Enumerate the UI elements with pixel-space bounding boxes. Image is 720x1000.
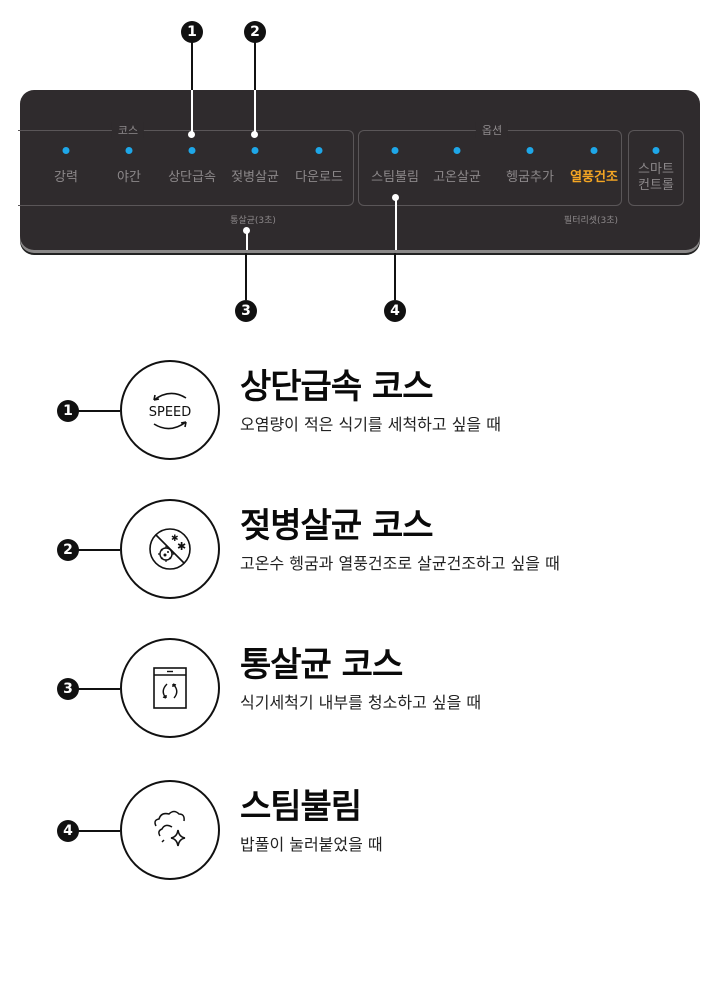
button-hot-air-dry[interactable]: 열풍건조 (570, 170, 618, 185)
option-group-title: 옵션 (475, 122, 509, 138)
feature-title-2: 젖병살균 코스 (240, 506, 434, 546)
button-download[interactable]: 다운로드 (295, 170, 343, 185)
feature-connector-2 (78, 549, 120, 551)
led-hotair (590, 147, 598, 154)
callout-badge-4: 4 (384, 300, 406, 322)
tub-clean-icon (153, 667, 187, 709)
feature-row-steam-soak: 4 스팀불림 밥풀이 눌러붙었을 때 (0, 769, 720, 889)
svg-text:✱: ✱ (177, 540, 186, 553)
callout-4-dot (392, 194, 399, 201)
button-sangdan-geupsok[interactable]: 상단급속 (168, 170, 216, 185)
feature-row-speed: 1 SPEED 상단급속 코스 오염량이 적은 식기를 세척하고 싶을 때 (0, 349, 720, 469)
course-group-title: 코스 (111, 122, 145, 138)
feature-desc-3: 식기세척기 내부를 청소하고 싶을 때 (240, 693, 482, 712)
hint-tub-clean: 통살균(3초) (230, 216, 276, 226)
led-gangryeok (62, 147, 70, 154)
svg-text:SPEED: SPEED (149, 405, 192, 420)
callout-2-dot (251, 131, 258, 138)
course-group-frame (18, 130, 354, 206)
feature-connector-1 (78, 410, 120, 412)
feature-badge-3: 3 (57, 678, 79, 700)
feature-row-tub-clean: 3 통살균 코스 식기세척기 내부를 청소하고 싶을 때 (0, 627, 720, 747)
callout-1-connector (191, 90, 193, 134)
feature-icon-circle-3 (120, 638, 220, 738)
callout-badge-2: 2 (244, 21, 266, 43)
callout-4-connector (395, 198, 397, 250)
callout-line-3 (245, 253, 247, 300)
smart-control-frame (628, 130, 684, 206)
feature-desc-1: 오염량이 적은 식기를 세척하고 싶을 때 (240, 415, 501, 434)
feature-desc-4: 밥풀이 눌러붙었을 때 (240, 835, 383, 854)
button-gangryeok[interactable]: 강력 (54, 170, 78, 185)
led-sangdan (188, 147, 196, 154)
feature-icon-circle-2: ✱ ✱ (120, 499, 220, 599)
feature-title-3: 통살균 코스 (240, 645, 403, 685)
led-smart (652, 147, 660, 154)
feature-badge-1: 1 (57, 400, 79, 422)
led-hightemp (453, 147, 461, 154)
feature-title-1: 상단급속 코스 (240, 367, 434, 407)
callout-line-4 (394, 253, 396, 300)
germ-sterilize-icon: ✱ ✱ (149, 528, 191, 570)
led-download (315, 147, 323, 154)
feature-connector-4 (78, 830, 120, 832)
callout-badge-3: 3 (235, 300, 257, 322)
callout-2-connector (254, 90, 256, 134)
button-jeotbyeong-salgyun[interactable]: 젖병살균 (231, 170, 279, 185)
smart-line2: 컨트롤 (638, 178, 674, 193)
button-high-temp-sterilize[interactable]: 고온살균 (433, 170, 481, 185)
feature-badge-4: 4 (57, 820, 79, 842)
feature-icon-circle-4 (120, 780, 220, 880)
callout-badge-1: 1 (181, 21, 203, 43)
hint-filter-reset: 필터리셋(3초) (563, 216, 619, 226)
feature-connector-3 (78, 688, 120, 690)
led-rinse (526, 147, 534, 154)
button-steam-soak[interactable]: 스팀불림 (371, 170, 419, 185)
feature-badge-2: 2 (57, 539, 79, 561)
led-jeotbyeong (251, 147, 259, 154)
control-panel: 코스 강력 야간 상단급속 젖병살균 다운로드 통살균(3초) 옵션 스팀불림 … (18, 90, 700, 250)
button-extra-rinse[interactable]: 헹굼추가 (506, 170, 554, 185)
feature-desc-2: 고온수 헹굼과 열풍건조로 살균건조하고 싶을 때 (240, 554, 560, 573)
callout-line-2 (254, 42, 256, 90)
led-steam (391, 147, 399, 154)
callout-line-1 (191, 42, 193, 90)
svg-text:✱: ✱ (171, 534, 179, 544)
button-smart-control[interactable]: 스마트 컨트롤 (638, 162, 674, 194)
feature-title-4: 스팀불림 (240, 787, 362, 827)
speed-icon: SPEED (149, 392, 192, 430)
callout-3-connector (246, 230, 248, 250)
smart-line1: 스마트 (638, 162, 674, 177)
steam-soak-icon (154, 810, 186, 847)
button-yagan[interactable]: 야간 (117, 170, 141, 185)
led-yagan (125, 147, 133, 154)
callout-1-dot (188, 131, 195, 138)
feature-row-bottle-sterilize: 2 ✱ ✱ 젖병살균 코스 고온수 헹굼과 열풍건조로 살균건조하고 싶을 때 (0, 488, 720, 608)
feature-icon-circle-1: SPEED (120, 360, 220, 460)
